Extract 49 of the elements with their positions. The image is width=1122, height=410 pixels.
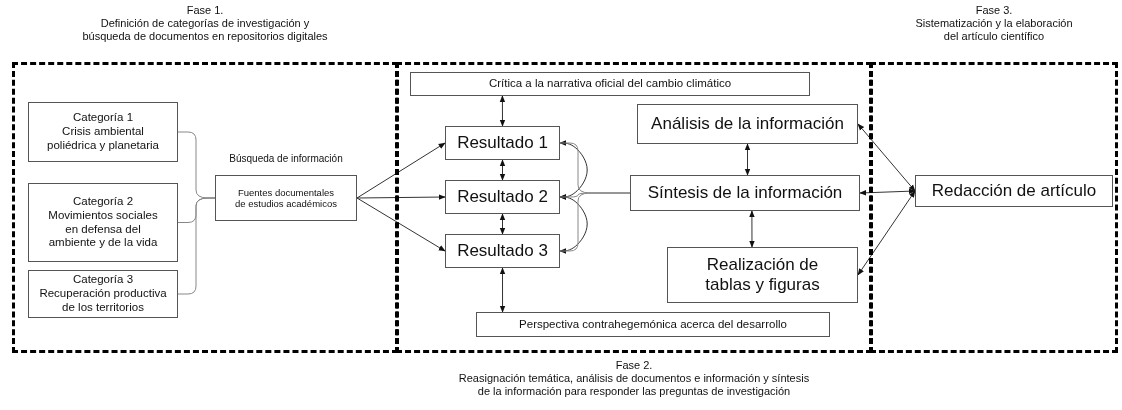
arrow bbox=[356, 197, 446, 252]
process-box bbox=[630, 175, 860, 211]
process-box bbox=[637, 104, 858, 144]
phase-description: Definición de categorías de investigación y búsqueda de documentos en repositorios digitales bbox=[81, 17, 329, 44]
process-box bbox=[28, 183, 178, 262]
box-heading: Categoría 3 bbox=[71, 273, 135, 288]
process-box bbox=[410, 72, 810, 96]
arrow bbox=[499, 267, 506, 313]
process-box bbox=[476, 312, 830, 337]
process-box bbox=[445, 234, 560, 268]
box-heading: Categoría 2 bbox=[71, 194, 135, 209]
box-label: Perspectiva contrahegemónica acerca del desarrollo bbox=[518, 317, 788, 332]
process-box bbox=[28, 102, 178, 162]
arrow bbox=[356, 142, 446, 199]
phase-title: Fase 3. bbox=[975, 4, 1013, 18]
process-box bbox=[667, 247, 858, 303]
process-box bbox=[445, 180, 560, 214]
box-label: Redacción de artículo bbox=[930, 180, 1098, 202]
box-label: Fuentes documentales de estudios académicos bbox=[234, 186, 338, 210]
arrow bbox=[857, 190, 916, 276]
phase-description: Reasignación temática, análisis de documentos e información y síntesis de la información para responder las preguntas de investigación bbox=[457, 372, 811, 399]
process-box bbox=[915, 175, 1113, 207]
arrow bbox=[499, 159, 506, 181]
box-label: Síntesis de la información bbox=[646, 182, 844, 204]
arrow bbox=[356, 194, 446, 200]
connector-line bbox=[559, 192, 631, 252]
process-box bbox=[445, 126, 560, 160]
box-label: Resultado 3 bbox=[456, 240, 549, 262]
arrow bbox=[744, 143, 751, 176]
box-label: Resultado 1 bbox=[456, 132, 549, 154]
box-label: Recuperación productiva de los territorios bbox=[38, 287, 168, 315]
phase-title: Fase 2. bbox=[615, 359, 653, 373]
box-heading: Categoría 1 bbox=[71, 111, 135, 126]
box-label: Crítica a la narrativa oficial del cambio climático bbox=[487, 77, 733, 91]
arrow bbox=[857, 123, 916, 192]
box-label: Movimientos sociales en defensa del ambiente y de la vida bbox=[47, 208, 159, 251]
box-label: Realización de tablas y figuras bbox=[704, 254, 821, 296]
arrow bbox=[749, 210, 755, 248]
arrow bbox=[499, 95, 506, 127]
box-label: Resultado 2 bbox=[456, 186, 549, 208]
section-heading: Búsqueda de información bbox=[229, 153, 343, 165]
phase-title: Fase 1. bbox=[186, 4, 224, 18]
box-label: Crisis ambiental poliédrica y planetaria bbox=[46, 125, 160, 153]
process-box bbox=[28, 270, 178, 318]
phase-description: Sistematización y la elaboración del artículo científico bbox=[914, 17, 1074, 44]
arrow bbox=[499, 213, 506, 235]
arrow bbox=[859, 188, 916, 196]
connector-line bbox=[177, 197, 216, 295]
box-label: Análisis de la información bbox=[650, 113, 845, 135]
